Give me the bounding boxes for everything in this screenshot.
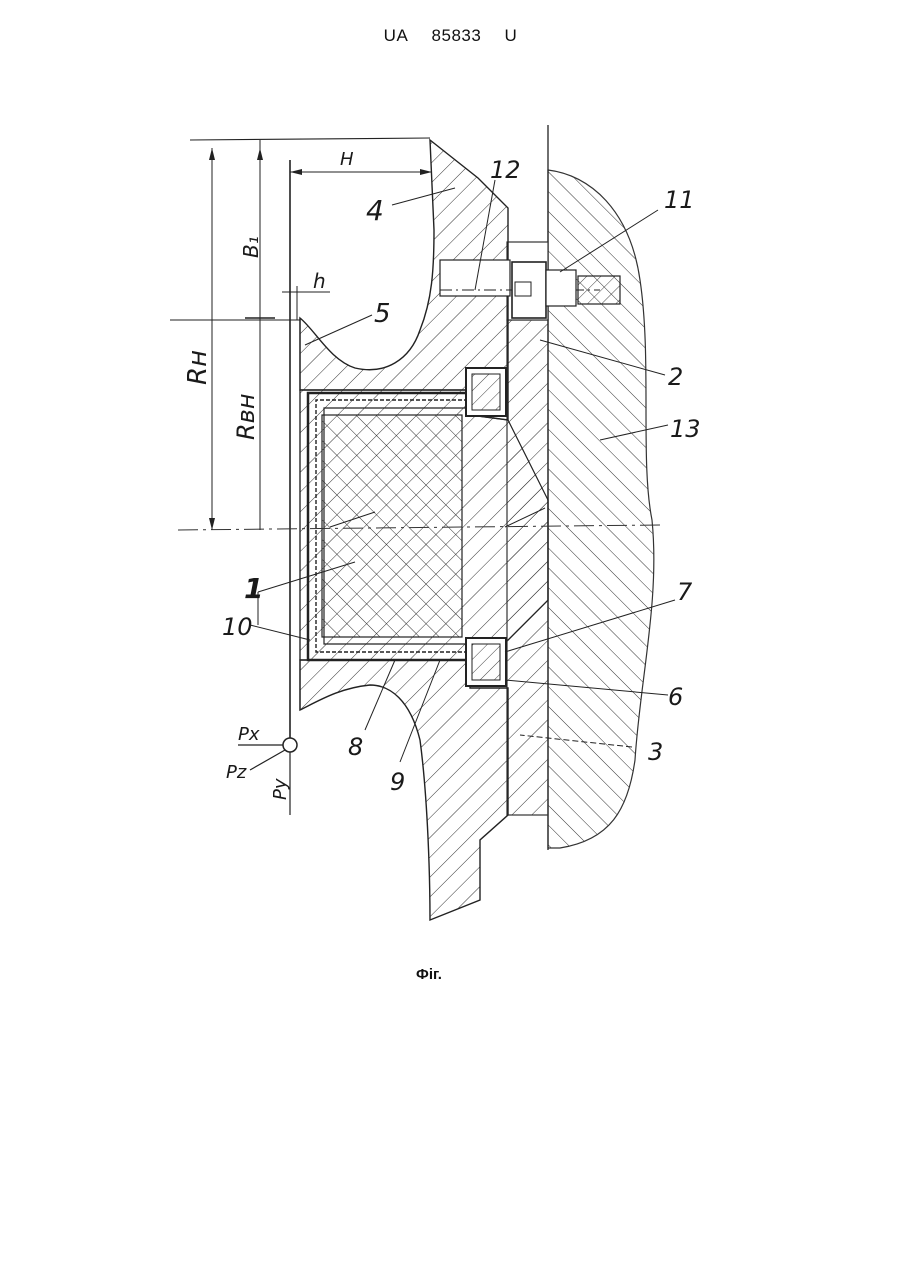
force-application-point	[283, 738, 297, 752]
dimension-label-H: H	[340, 149, 354, 170]
part-label-2: 2	[668, 363, 683, 391]
part-label-8: 8	[348, 733, 363, 761]
force-label-Px: Px	[238, 724, 260, 745]
dimension-label-B1: B₁	[239, 236, 263, 258]
part-label-11: 11	[664, 186, 695, 214]
part-label-1: 1	[244, 572, 263, 605]
dimension-label-Rn: Rн	[183, 350, 213, 385]
force-label-Py: Py	[270, 778, 291, 800]
part-label-10: 10	[222, 613, 253, 641]
insert-part-1	[322, 415, 462, 637]
part-label-13: 13	[670, 415, 701, 443]
part-label-7: 7	[677, 578, 693, 606]
force-label-Pz: Pz	[226, 762, 247, 783]
dimension-label-h: h	[313, 269, 326, 293]
part-label-9: 9	[390, 768, 405, 796]
bolt-12	[440, 260, 510, 296]
part-label-4: 4	[366, 194, 384, 227]
part-label-5: 5	[374, 299, 391, 329]
part-label-6: 6	[668, 683, 683, 711]
figure-caption: Фіг.	[0, 966, 858, 983]
part-label-3: 3	[648, 738, 663, 766]
dimension-label-Rvn: Rвн	[232, 393, 260, 440]
part-label-12: 12	[490, 156, 521, 184]
